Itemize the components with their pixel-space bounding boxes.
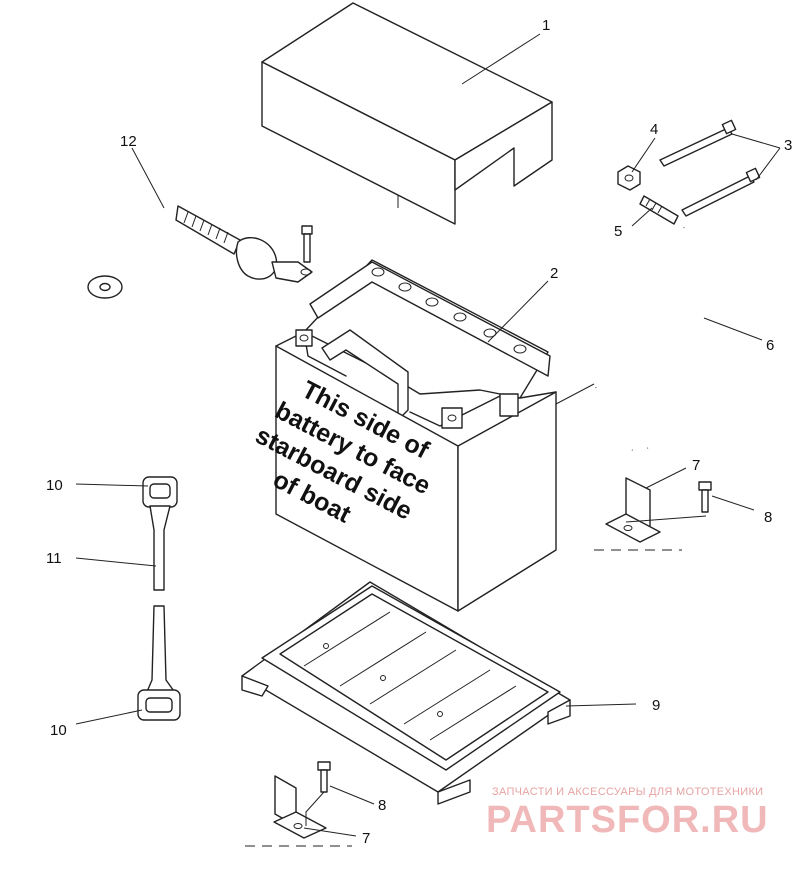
- callout-11: 11: [46, 550, 62, 567]
- callout-10-bottom: 10: [50, 722, 67, 739]
- negative-cable: [68, 198, 313, 299]
- hold-down-bolt-bottom: [305, 761, 331, 826]
- battery-tray: [241, 581, 571, 805]
- callout-1: 1: [542, 17, 550, 34]
- terminal-screws: [659, 119, 761, 217]
- cable-end-fitting: [639, 195, 679, 225]
- callout-12: 12: [120, 133, 137, 150]
- callout-8-right: 8: [764, 509, 772, 526]
- callout-2: 2: [550, 265, 558, 282]
- battery-label: This side of battery to face starboard s…: [251, 375, 435, 528]
- battery: [275, 259, 557, 612]
- hold-down-strap: [137, 476, 181, 721]
- positive-cable: [555, 227, 705, 452]
- callout-8-bottom: 8: [378, 797, 386, 814]
- callout-labels: 1 2 3 4 5 6 7 8 9 10 11 10 12 8 7: [46, 17, 792, 847]
- hold-down-bolt-right: [698, 481, 712, 513]
- hold-down-bracket-bottom: [273, 775, 327, 839]
- callout-6: 6: [766, 337, 774, 354]
- callout-9: 9: [652, 697, 660, 714]
- callout-4: 4: [650, 121, 658, 138]
- watermark: ЗАПЧАСТИ И АКСЕССУАРЫ ДЛЯ МОТОТЕХНИКИ PA…: [486, 786, 769, 841]
- terminal-nut: [617, 165, 641, 191]
- callout-3: 3: [784, 137, 792, 154]
- callout-5: 5: [614, 223, 622, 240]
- hold-down-bracket-right: [605, 477, 707, 543]
- callout-7-bottom: 7: [362, 830, 370, 847]
- watermark-tagline: ЗАПЧАСТИ И АКСЕССУАРЫ ДЛЯ МОТОТЕХНИКИ: [492, 786, 763, 798]
- callout-7-right: 7: [692, 457, 700, 474]
- terminal-bolt-negative: [301, 225, 313, 263]
- watermark-brand: PARTSFOR.RU: [486, 799, 769, 841]
- battery-cover: [261, 2, 553, 225]
- leader-lines: [75, 33, 781, 837]
- callout-10-top: 10: [46, 477, 63, 494]
